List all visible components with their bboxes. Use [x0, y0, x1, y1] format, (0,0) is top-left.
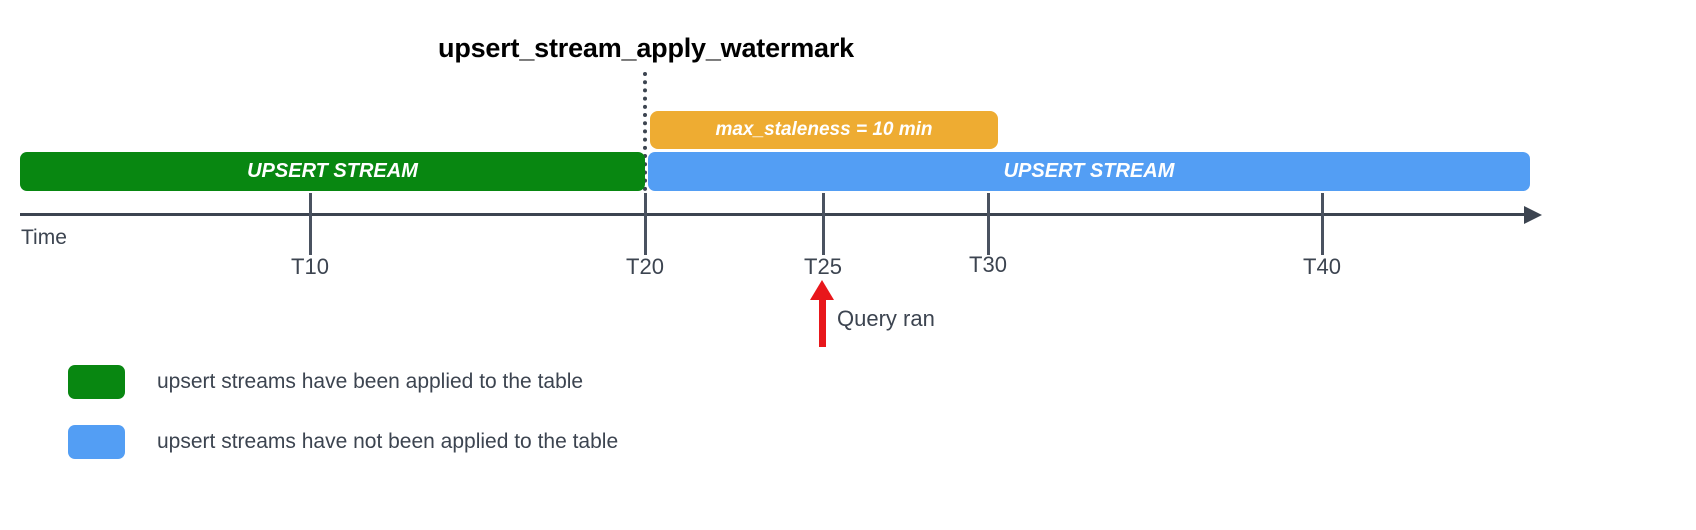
axis-tick-t30 — [987, 193, 990, 255]
axis-tick-t10 — [309, 193, 312, 255]
legend-swatch-blue — [68, 425, 125, 459]
legend: upsert streams have been applied to the … — [68, 352, 618, 472]
legend-label-not-applied: upsert streams have not been applied to … — [157, 430, 619, 453]
applied-upsert-stream-bar: UPSERT STREAM — [20, 152, 645, 191]
legend-item-applied: upsert streams have been applied to the … — [68, 352, 618, 412]
max-staleness-bar: max_staleness = 10 min — [650, 111, 998, 149]
watermark-dotted-line — [643, 72, 647, 191]
axis-tick-label-t30: T30 — [969, 252, 1007, 277]
time-axis-arrow-icon — [1524, 206, 1542, 224]
axis-tick-t40 — [1321, 193, 1324, 255]
axis-tick-label-t10: T10 — [291, 254, 329, 279]
max-staleness-bar-label: max_staleness = 10 min — [715, 119, 933, 140]
axis-tick-label-t40: T40 — [1303, 254, 1341, 279]
query-ran-arrow-shaft — [819, 297, 826, 347]
legend-item-not-applied: upsert streams have not been applied to … — [68, 412, 618, 472]
applied-upsert-stream-label: UPSERT STREAM — [247, 160, 418, 182]
query-ran-label: Query ran — [837, 306, 935, 331]
unapplied-upsert-stream-bar: UPSERT STREAM — [648, 152, 1530, 191]
legend-label-applied: upsert streams have been applied to the … — [157, 370, 584, 393]
axis-tick-t20 — [644, 193, 647, 255]
axis-tick-t25 — [822, 193, 825, 255]
axis-tick-label-t20: T20 — [626, 254, 664, 279]
query-ran-arrow-icon — [810, 280, 834, 300]
time-axis-label: Time — [21, 226, 67, 249]
legend-swatch-green — [68, 365, 125, 399]
time-axis-line — [20, 213, 1532, 216]
diagram-title: upsert_stream_apply_watermark — [438, 33, 854, 63]
axis-tick-label-t25: T25 — [804, 254, 842, 279]
unapplied-upsert-stream-label: UPSERT STREAM — [1003, 160, 1175, 182]
